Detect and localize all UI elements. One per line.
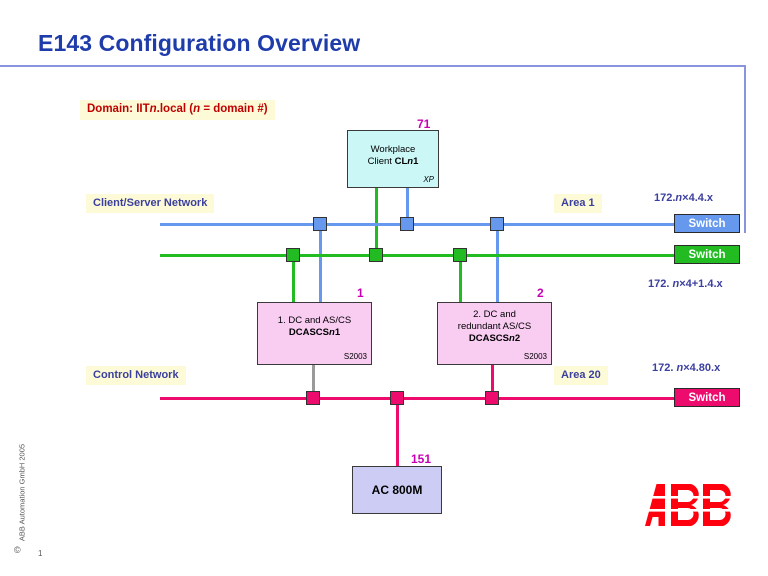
abb-logo: [645, 484, 743, 526]
workplace-client-line2: Client CLn1: [348, 156, 438, 168]
area-1-label: Area 1: [554, 194, 602, 214]
client-server-secondary-bus: [160, 254, 676, 257]
workplace-client-name: CL: [394, 155, 408, 167]
domain-label-var2: n: [193, 103, 201, 115]
ip-var: n: [675, 192, 683, 204]
switch-label: Switch: [688, 248, 726, 261]
link-client-to-green-bus: [375, 188, 378, 256]
domain-label-suffix: = domain #): [200, 103, 268, 115]
ip-prefix: 172.: [648, 278, 673, 290]
header-divider: [0, 65, 746, 67]
bus-node-blue-3[interactable]: [490, 217, 504, 231]
workplace-client-index: 1: [413, 155, 419, 167]
ip-label-client-server-primary: 172.n×4.4.x: [654, 192, 713, 204]
bus-node-pink-3[interactable]: [485, 391, 499, 405]
server-1-name-var: n: [329, 326, 335, 338]
server-2-name-index: 2: [514, 332, 521, 344]
link-server2-to-control-bus: [491, 365, 494, 399]
client-server-primary-bus: [160, 223, 676, 226]
link-server2-to-green-bus: [459, 254, 462, 304]
ip-suffix: ×4.4.x: [682, 192, 714, 204]
domain-label-prefix: Domain: IIT: [87, 103, 150, 115]
server-2-name: DCASCSn2: [438, 333, 551, 345]
server-2-os-tag: S2003: [523, 352, 547, 361]
server-2-name-prefix: DCASCS: [468, 332, 509, 344]
domain-label: Domain: IITn.local (n = domain #): [80, 100, 275, 120]
domain-label-middle: .local (: [156, 103, 194, 115]
ip-label-client-server-secondary: 172. n×4+1.4.x: [648, 278, 723, 290]
workplace-client-id: 71: [417, 117, 431, 131]
ip-suffix: ×4+1.4.x: [679, 278, 723, 290]
link-server2-to-blue-bus: [496, 223, 499, 304]
bus-node-pink-1[interactable]: [306, 391, 320, 405]
page-title: E143 Configuration Overview: [38, 30, 361, 56]
server-2-line2: redundant AS/CS: [457, 320, 532, 332]
copyright-symbol: ©: [14, 545, 21, 555]
server-1-name: DCASCSn1: [258, 327, 371, 339]
switch-client-server-primary[interactable]: Switch: [674, 214, 740, 233]
bus-node-blue-2[interactable]: [400, 217, 414, 231]
copyright-text: ABB Automation GmbH 2005: [17, 443, 27, 542]
control-network-label: Control Network: [86, 366, 186, 386]
workplace-client-line1: Workplace: [370, 144, 416, 155]
server-2-id: 2: [537, 286, 544, 300]
workplace-client-var: n: [407, 155, 414, 167]
workplace-client-prefix: Client: [367, 155, 395, 167]
client-server-network-label: Client/Server Network: [86, 194, 215, 214]
workplace-client-box[interactable]: Workplace Client CLn1 XP: [347, 130, 439, 188]
controller-label: AC 800M: [371, 482, 423, 497]
server-1-os-tag: S2003: [343, 352, 367, 361]
header-divider-vertical: [744, 65, 746, 233]
controller-id: 151: [411, 452, 432, 466]
ip-var: n: [672, 278, 680, 290]
server-2-box[interactable]: 2. DC and redundant AS/CS DCASCSn2 S2003: [437, 302, 552, 365]
bus-node-green-2[interactable]: [369, 248, 383, 262]
page-number: 1: [38, 549, 43, 558]
link-server1-to-green-bus: [292, 254, 295, 304]
server-2-name-var: n: [509, 332, 515, 344]
bus-node-pink-2[interactable]: [390, 391, 404, 405]
bus-node-blue-1[interactable]: [313, 217, 327, 231]
domain-label-var1: n: [149, 103, 157, 115]
switch-control-network[interactable]: Switch: [674, 388, 740, 407]
switch-label: Switch: [688, 217, 726, 230]
switch-label: Switch: [688, 391, 726, 404]
area-20-label: Area 20: [554, 366, 608, 386]
server-2-line1: 2. DC and: [473, 309, 516, 320]
ip-suffix: ×4.80.x: [683, 362, 721, 374]
server-1-name-prefix: DCASCS: [288, 326, 329, 338]
bus-node-green-1[interactable]: [286, 248, 300, 262]
switch-client-server-secondary[interactable]: Switch: [674, 245, 740, 264]
server-1-box[interactable]: 1. DC and AS/CS DCASCSn1 S2003: [257, 302, 372, 365]
server-1-name-index: 1: [334, 326, 341, 338]
ip-prefix: 172.: [654, 192, 676, 204]
ip-var: n: [676, 362, 684, 374]
link-server1-to-blue-bus: [319, 223, 322, 304]
link-control-bus-to-controller: [396, 397, 399, 467]
bus-node-green-3[interactable]: [453, 248, 467, 262]
ip-prefix: 172.: [652, 362, 677, 374]
link-client-to-blue-bus: [406, 188, 409, 225]
server-1-line1: 1. DC and AS/CS: [277, 315, 352, 326]
ip-label-control: 172. n×4.80.x: [652, 362, 720, 374]
link-server1-to-control-bus: [312, 365, 315, 399]
control-network-bus: [160, 397, 676, 400]
server-1-id: 1: [357, 286, 364, 300]
controller-box[interactable]: AC 800M: [352, 466, 442, 514]
workplace-client-os-tag: XP: [423, 175, 434, 184]
